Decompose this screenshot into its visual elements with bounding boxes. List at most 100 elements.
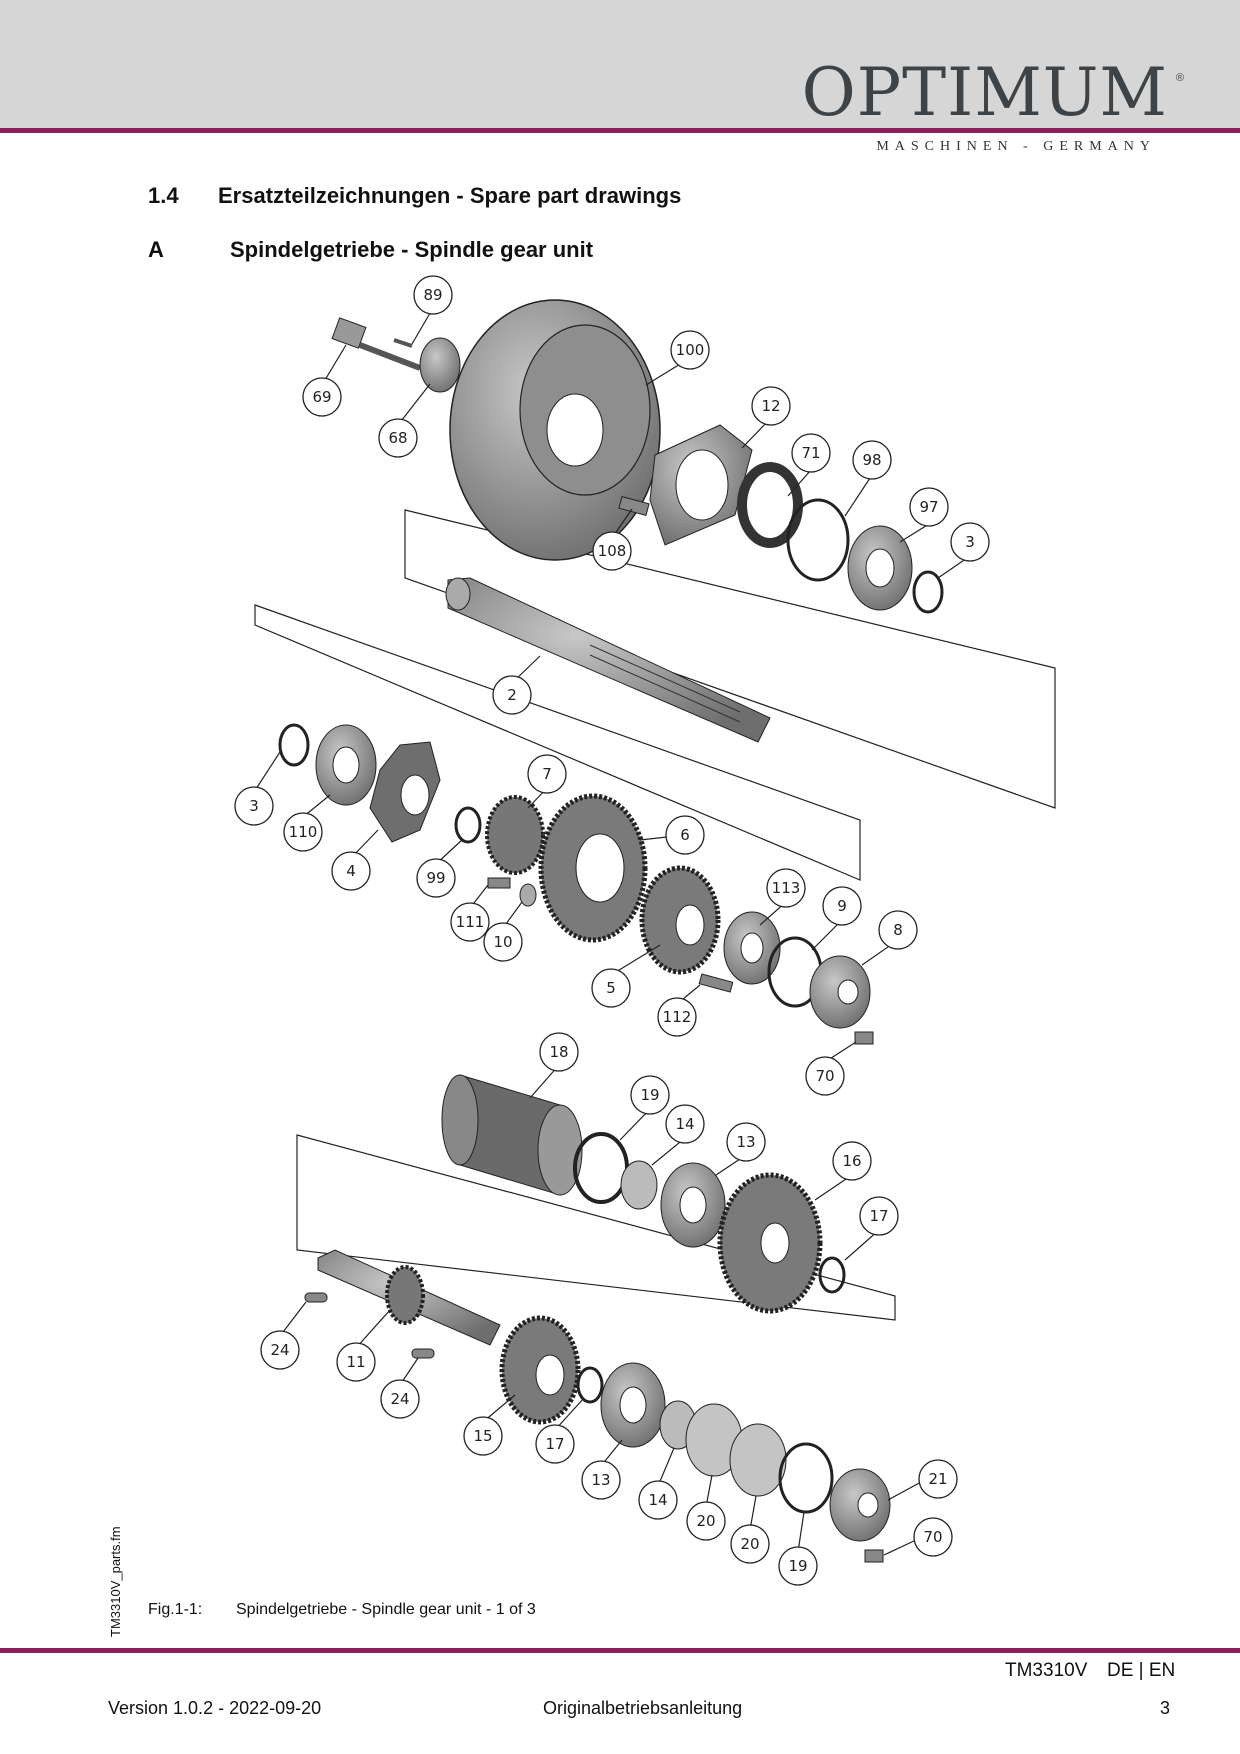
- part-callout-label: 70: [923, 1528, 942, 1546]
- star-disc-part: [369, 741, 441, 843]
- part-callout-label: 20: [696, 1512, 715, 1530]
- part-callout-label: 19: [788, 1557, 807, 1575]
- part-callout: 13: [581, 1439, 623, 1500]
- part-callout: 19: [619, 1075, 670, 1141]
- part-callout: 99: [416, 839, 463, 898]
- part-callout-label: 68: [388, 429, 407, 447]
- part-callout: 3: [234, 751, 281, 826]
- footer-rule: [0, 1648, 1240, 1653]
- part-callout: 24: [260, 1301, 307, 1370]
- seal-part: [737, 462, 803, 548]
- part-callout-label: 69: [312, 388, 331, 406]
- part-callout: 8: [861, 910, 918, 966]
- circlip-part: [818, 1256, 846, 1294]
- part-callout: 3: [937, 522, 990, 579]
- key-part: [304, 1292, 328, 1303]
- bearing-part: [315, 724, 377, 806]
- part-callout-label: 5: [606, 979, 616, 997]
- shim-part: [729, 1423, 787, 1497]
- spindle-shaft-part: [445, 577, 771, 743]
- part-callout: 13: [715, 1122, 766, 1176]
- washer-part: [419, 337, 461, 393]
- screw-part: [698, 973, 734, 993]
- section-title: Ersatzteilzeichnungen - Spare part drawi…: [218, 183, 682, 208]
- part-callout-label: 3: [249, 797, 259, 815]
- part-callout: 89: [411, 275, 453, 345]
- part-callout-label: 13: [591, 1471, 610, 1489]
- part-callout: 18: [529, 1032, 579, 1099]
- bolt-part: [331, 317, 422, 371]
- part-callout: 15: [463, 1394, 516, 1456]
- large-gear-part: [538, 793, 648, 943]
- washer-part: [519, 883, 537, 907]
- sleeve-part: [441, 1074, 583, 1196]
- part-callout-label: 4: [346, 862, 356, 880]
- part-callout-label: 11: [346, 1353, 365, 1371]
- part-callout: 4: [331, 829, 379, 891]
- part-callout: 108: [592, 508, 633, 571]
- page-number: 3: [1160, 1698, 1171, 1718]
- ring-part: [786, 498, 850, 582]
- small-gear-part: [485, 795, 545, 875]
- part-callout: 24: [380, 1357, 420, 1419]
- figure-caption: Spindelgetriebe - Spindle gear unit - 1 …: [236, 1601, 536, 1618]
- screw-part: [854, 1031, 874, 1045]
- part-callout-label: 14: [675, 1115, 694, 1133]
- part-callout-label: 14: [648, 1491, 667, 1509]
- part-callout: 17: [535, 1397, 585, 1464]
- screw-part: [487, 877, 511, 889]
- part-callout: 100: [645, 330, 710, 386]
- part-callout: 70: [805, 1041, 857, 1096]
- part-callout: 12: [741, 386, 791, 449]
- part-callout-label: 8: [893, 921, 903, 939]
- document-type: Originalbetriebsanleitung: [543, 1698, 743, 1718]
- part-callout-label: 108: [598, 542, 627, 560]
- gear-part: [639, 865, 721, 975]
- brand-tagline: MASCHINEN - GERMANY: [876, 139, 1156, 154]
- part-callout-label: 15: [473, 1427, 492, 1445]
- part-callout: 113: [759, 868, 806, 926]
- part-callout: 2: [492, 655, 541, 715]
- ring-part: [778, 1442, 834, 1514]
- header-rule: [0, 128, 1240, 133]
- part-callout-label: 89: [423, 286, 442, 304]
- part-callout-label: 19: [640, 1086, 659, 1104]
- part-callout-label: 17: [545, 1435, 564, 1453]
- language-codes: DE | EN: [1107, 1660, 1176, 1681]
- part-callout: 21: [887, 1459, 958, 1501]
- bearing-part: [723, 911, 781, 985]
- part-callout-label: 99: [426, 869, 445, 887]
- bearing-part: [847, 525, 913, 611]
- header-band: [0, 0, 1240, 130]
- part-callout-label: 110: [289, 823, 318, 841]
- part-callout-label: 10: [493, 933, 512, 951]
- pulley-part: [449, 299, 661, 561]
- part-callout-label: 113: [772, 879, 801, 897]
- part-callout-label: 70: [815, 1067, 834, 1085]
- part-callout-label: 24: [390, 1390, 409, 1408]
- part-callout: 97: [899, 487, 949, 543]
- part-callout-label: 7: [542, 765, 552, 783]
- registered-mark: ®: [1175, 72, 1184, 84]
- part-callout: 20: [686, 1474, 726, 1541]
- pin-part: [393, 338, 413, 348]
- part-callout: 11: [336, 1309, 391, 1382]
- part-callout-label: 3: [965, 533, 975, 551]
- circlip-part: [454, 806, 482, 844]
- end-cap-part: [829, 1468, 891, 1542]
- assembly-frame-upper: [404, 509, 1056, 809]
- part-callout: 69: [302, 344, 347, 417]
- part-callout: 98: [844, 440, 892, 517]
- part-callout: 110: [283, 794, 331, 852]
- part-callout: 17: [844, 1196, 899, 1261]
- part-callout: 10: [483, 901, 523, 962]
- subsection-title: Spindelgetriebe - Spindle gear unit: [230, 237, 594, 262]
- circlip-part: [576, 1366, 604, 1404]
- part-callout: 6: [639, 815, 705, 855]
- part-callout: 19: [778, 1511, 818, 1586]
- ring-part: [573, 1132, 629, 1204]
- part-callout: 20: [730, 1495, 770, 1564]
- part-callout: 5: [591, 944, 661, 1008]
- bearing-part: [600, 1362, 666, 1448]
- assembly-frame-middle: [254, 604, 861, 881]
